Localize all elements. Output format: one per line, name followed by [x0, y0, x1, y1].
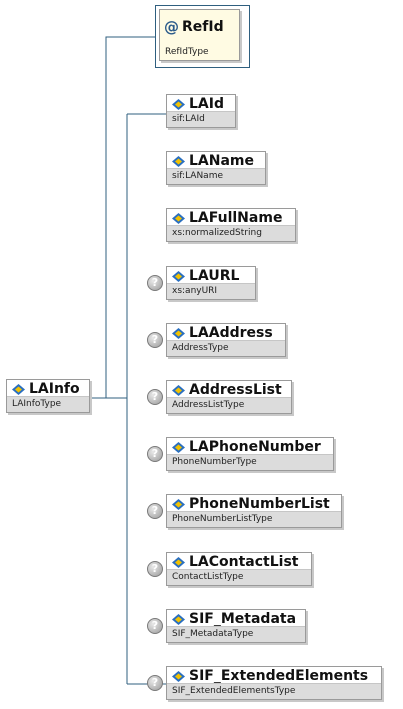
element-type: sif:LAName — [167, 168, 265, 184]
element-diamond-icon — [12, 383, 25, 395]
element-name: LAURL — [189, 268, 240, 284]
element-type: AddressType — [167, 340, 285, 356]
element-name: SIF_ExtendedElements — [189, 668, 369, 684]
element-type: SIF_ExtendedElementsType — [167, 683, 381, 699]
element-title: PhoneNumberList — [167, 495, 341, 513]
element-type: ContactListType — [167, 569, 311, 585]
element-name: LAFullName — [189, 210, 283, 226]
question-mark-icon: ? — [147, 332, 163, 348]
element-title: LAId — [167, 95, 235, 113]
element-name: LAAddress — [189, 325, 273, 341]
element-name: LAName — [189, 153, 255, 169]
element-diamond-icon — [172, 98, 185, 110]
question-mark-icon: ? — [147, 275, 163, 291]
element-diamond-icon — [172, 498, 185, 510]
element-diamond-icon — [172, 270, 185, 282]
element-type: PhoneNumberListType — [167, 511, 341, 527]
element-type: xs:normalizedString — [167, 225, 295, 241]
element-name: LAContactList — [189, 554, 299, 570]
element-type: SIF_MetadataType — [167, 626, 305, 642]
connector-root-attribute — [92, 36, 155, 399]
attribute-at-icon: @ — [164, 18, 179, 36]
element-name: LAPhoneNumber — [189, 439, 321, 455]
root-element-name: LAInfo — [29, 381, 80, 397]
element-diamond-icon — [172, 670, 185, 682]
element-diamond-icon — [172, 556, 185, 568]
element-name: LAId — [189, 96, 224, 112]
element-diamond-icon — [172, 327, 185, 339]
question-mark-icon: ? — [147, 446, 163, 462]
question-mark-icon: ? — [147, 503, 163, 519]
element-title: SIF_ExtendedElements — [167, 667, 381, 685]
element-diamond-icon — [172, 212, 185, 224]
element-diamond-icon — [172, 441, 185, 453]
element-name: AddressList — [189, 382, 282, 398]
element-title: LAContactList — [167, 553, 311, 571]
element-title: LAAddress — [167, 324, 285, 342]
element-type: sif:LAId — [167, 111, 235, 127]
attribute-name: RefId — [182, 19, 224, 35]
element-type: AddressListType — [167, 397, 291, 413]
element-type: PhoneNumberType — [167, 454, 333, 470]
question-mark-icon: ? — [147, 675, 163, 691]
element-diamond-icon — [172, 613, 185, 625]
attribute-group: @ RefId RefIdType — [155, 5, 250, 68]
element-title: LAName — [167, 152, 265, 170]
element-diamond-icon — [172, 384, 185, 396]
root-element-type: LAInfoType — [7, 396, 89, 412]
attribute-title: @ RefId — [160, 10, 239, 44]
attribute-type: RefIdType — [160, 45, 239, 60]
root-element-title: LAInfo — [7, 380, 89, 398]
element-diamond-icon — [172, 155, 185, 167]
element-title: LAFullName — [167, 209, 295, 227]
root-element-node[interactable]: LAInfo LAInfoType — [6, 379, 90, 413]
element-name: SIF_Metadata — [189, 611, 297, 627]
element-title: LAURL — [167, 267, 255, 285]
attribute-node[interactable]: @ RefId RefIdType — [159, 9, 240, 61]
element-name: PhoneNumberList — [189, 496, 330, 512]
question-mark-icon: ? — [147, 618, 163, 634]
question-mark-icon: ? — [147, 561, 163, 577]
question-mark-icon: ? — [147, 389, 163, 405]
element-title: AddressList — [167, 381, 291, 399]
element-title: SIF_Metadata — [167, 610, 305, 628]
element-title: LAPhoneNumber — [167, 438, 333, 456]
element-type: xs:anyURI — [167, 283, 255, 299]
